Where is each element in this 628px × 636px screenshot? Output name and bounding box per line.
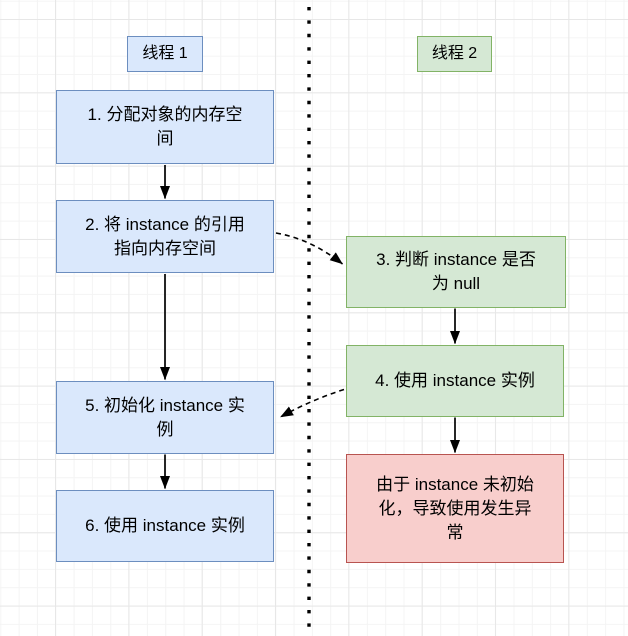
node-step2-point-reference: 2. 将 instance 的引用 指向内存空间 [56,200,274,273]
node-step6-text: 6. 使用 instance 实例 [85,516,245,535]
thread2-label: 线程 2 [417,36,492,72]
dashed-arrow-step2-to-step3 [275,232,343,265]
node-step3-text: 3. 判断 instance 是否 为 null [376,250,536,293]
thread1-label: 线程 1 [127,36,203,72]
node-error-uninitialized-exception: 由于 instance 未初始 化，导致使用发生异 常 [346,454,564,563]
node-step3-check-null: 3. 判断 instance 是否 为 null [346,236,566,308]
dashed-arrow-step4-to-step5 [280,388,345,418]
node-step5-initialize-instance: 5. 初始化 instance 实 例 [56,381,274,454]
node-step4-use-instance: 4. 使用 instance 实例 [346,345,564,417]
node-error-text: 由于 instance 未初始 化，导致使用发生异 常 [376,474,534,542]
node-step1-text: 1. 分配对象的内存空 间 [87,105,243,148]
node-step2-text: 2. 将 instance 的引用 指向内存空间 [85,214,245,258]
thread1-label-text: 线程 1 [142,45,188,62]
node-step4-text: 4. 使用 instance 实例 [375,371,535,390]
node-step6-use-instance: 6. 使用 instance 实例 [56,490,274,562]
thread2-label-text: 线程 2 [431,45,478,62]
node-step1-allocate-memory: 1. 分配对象的内存空 间 [56,90,274,164]
node-step5-text: 5. 初始化 instance 实 例 [85,395,245,439]
